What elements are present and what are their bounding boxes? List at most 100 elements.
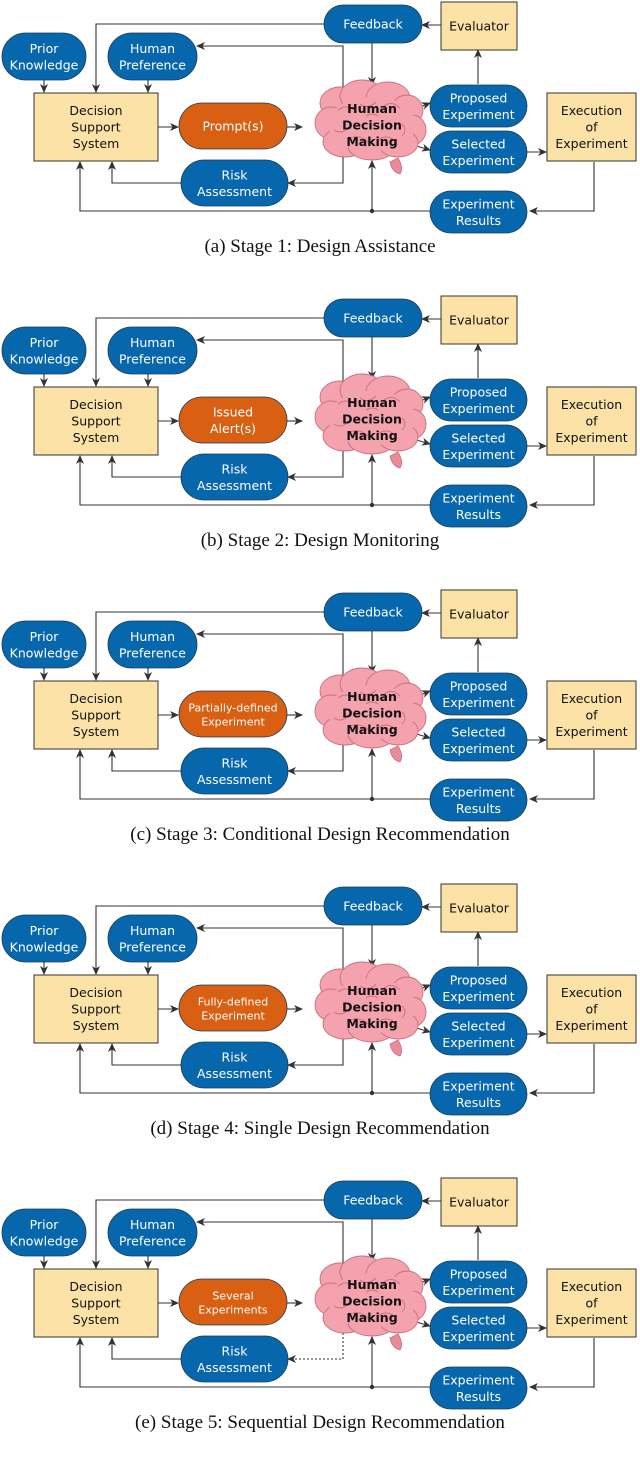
evaluator-box-label: Evaluator	[449, 607, 510, 622]
edge-brain-to-preference	[196, 1218, 344, 1269]
feedback-node: Feedback	[323, 298, 423, 338]
stage-caption: (d) Stage 4: Single Design Recommendatio…	[150, 1118, 490, 1139]
junction-dot	[369, 208, 375, 214]
junction-dot	[369, 1090, 375, 1096]
feedback-node: Feedback	[323, 4, 423, 44]
junction-dot	[369, 502, 375, 508]
edge-execution-to-results	[529, 162, 595, 215]
stage-caption: (e) Stage 5: Sequential Design Recommend…	[135, 1412, 505, 1433]
edge-results-to-dss	[76, 749, 430, 800]
evaluator-box: Evaluator	[440, 295, 518, 345]
edge-risk-to-dss	[108, 455, 181, 478]
edge-brain-to-preference	[196, 924, 344, 975]
edge-brain-to-preference	[196, 630, 344, 681]
edge-feedback-to-dss	[92, 905, 324, 975]
edge-feedback-to-dss	[92, 1199, 324, 1269]
edge-execution-to-results	[529, 1044, 595, 1097]
evaluator-box: Evaluator	[440, 1177, 518, 1227]
edge-brain-to-risk	[287, 1039, 344, 1069]
edge-brain-to-preference	[196, 336, 344, 387]
edge-feedback-to-dss	[92, 23, 324, 93]
stage-caption: (b) Stage 2: Design Monitoring	[200, 530, 440, 551]
evaluator-box-label: Evaluator	[449, 19, 510, 34]
feedback-node-label: Feedback	[343, 605, 403, 620]
edge-brain-to-risk	[287, 451, 344, 481]
stage-caption: (c) Stage 3: Conditional Design Recommen…	[130, 824, 510, 845]
stage-center-node: Prompt(s)	[178, 102, 288, 150]
edge-results-to-dss	[76, 161, 430, 212]
evaluator-box-label: Evaluator	[449, 1195, 510, 1210]
edge-risk-to-dss	[108, 1337, 181, 1360]
edge-feedback-to-dss	[92, 611, 324, 681]
edge-execution-to-results	[529, 456, 595, 509]
edge-results-to-dss	[76, 455, 430, 506]
evaluator-box: Evaluator	[440, 589, 518, 639]
feedback-node: Feedback	[323, 592, 423, 632]
stage-caption: (a) Stage 1: Design Assistance	[204, 236, 436, 257]
edge-risk-to-dss	[108, 161, 181, 184]
feedback-node-label: Feedback	[343, 899, 403, 914]
feedback-node-label: Feedback	[343, 311, 403, 326]
